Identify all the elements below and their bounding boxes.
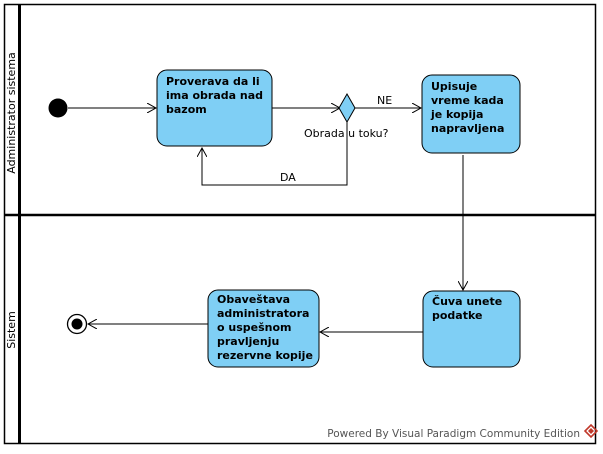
activity-record-time-label: Upisuje vreme kada je kopija napravljena xyxy=(430,80,508,135)
lane-label-administrator: Administrator sistema xyxy=(5,52,18,174)
lane-label-sistem: Sistem xyxy=(5,311,18,349)
decision-node xyxy=(338,92,356,124)
final-node-core xyxy=(71,318,83,330)
activity-save-data-label: Čuva unete podatke xyxy=(432,295,506,322)
activity-check-processing-label: Proverava da li ima obrada nad bazom xyxy=(166,75,267,116)
initial-node xyxy=(48,98,68,118)
edge-label-ne: NE xyxy=(377,94,392,107)
activity-notify-admin xyxy=(207,289,320,368)
activity-record-time xyxy=(421,74,521,154)
activity-notify-admin-label: Obaveštava administratora o uspešnom pra… xyxy=(217,293,313,362)
swimlane-frame xyxy=(3,3,597,445)
visual-paradigm-logo-icon xyxy=(583,423,599,439)
decision-label: Obrada u toku? xyxy=(304,127,389,140)
edge-decision-loop-back xyxy=(202,121,348,186)
footer-watermark-text: Powered By Visual Paradigm Community Edi… xyxy=(327,428,580,440)
edge-label-da: DA xyxy=(280,171,296,184)
activity-check-processing xyxy=(156,69,273,147)
activity-save-data xyxy=(422,290,521,368)
